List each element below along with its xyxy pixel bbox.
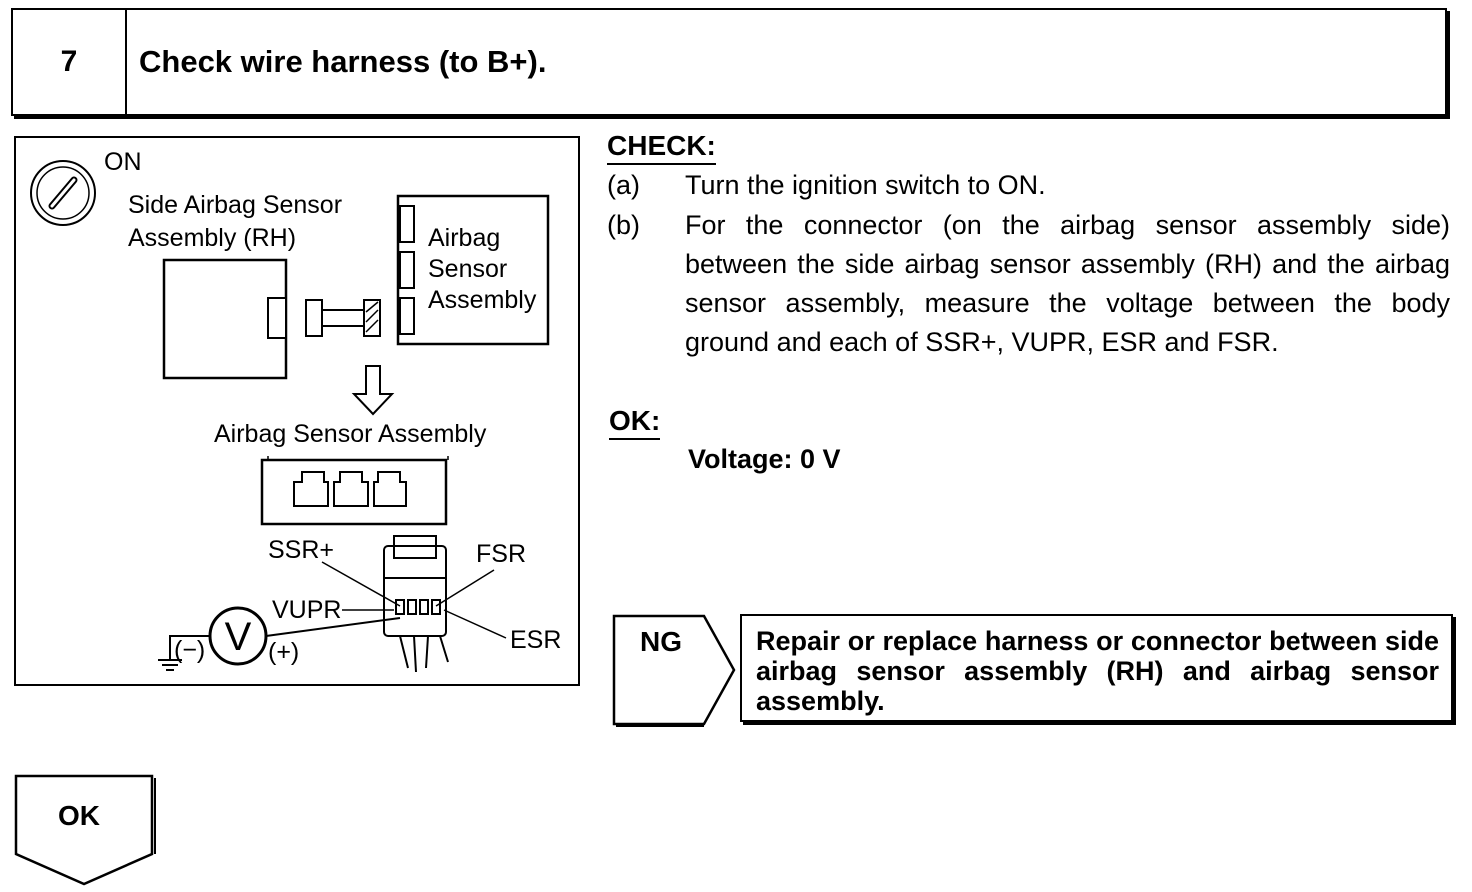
ng-action-box: Repair or replace harness or connector b… (740, 614, 1453, 722)
ok-arrow (14, 774, 156, 886)
check-heading: CHECK: (607, 131, 716, 165)
voltmeter-symbol: V (225, 615, 252, 659)
ng-label: NG (640, 626, 682, 657)
airbag-sensor-label-line2: Sensor (428, 255, 507, 283)
positive-lead (265, 617, 401, 637)
terminal-ssr-label: SSR+ (268, 536, 334, 564)
step-a-text: Turn the ignition switch to ON. (685, 170, 1046, 200)
ok-label: OK (58, 800, 100, 831)
negative-lead (169, 635, 210, 660)
ng-arrow (612, 614, 736, 727)
step-b-text: For the connector (on the airbag sensor … (685, 210, 1450, 357)
airbag-sensor-box (396, 194, 550, 346)
side-sensor-connector (267, 297, 287, 339)
ignition-switch-icon (30, 160, 96, 226)
ok-spec-value: Voltage: 0 V (688, 444, 841, 474)
airbag-sensor-label-line3: Assembly (428, 286, 537, 314)
meter-positive-label: (+) (268, 638, 299, 666)
wiring-diagram: ON Side Airbag Sensor Assembly (RH) Airb… (14, 136, 580, 686)
ng-action-text: Repair or replace harness or connector b… (756, 626, 1439, 716)
step-b-letter: (b) (607, 210, 640, 240)
step-number: 7 (13, 10, 127, 114)
connector-plug (305, 299, 381, 337)
side-sensor-label-line1: Side Airbag Sensor (128, 191, 342, 219)
connector-label: Airbag Sensor Assembly (214, 420, 487, 448)
step-a-letter: (a) (607, 170, 640, 200)
diagram-drawing: ON Side Airbag Sensor Assembly (RH) Airb… (30, 148, 561, 673)
probed-connector (383, 535, 449, 673)
check-step-a: (a) Turn the ignition switch to ON. (607, 166, 1452, 206)
step-title: Check wire harness (to B+). (139, 44, 547, 79)
down-arrow-icon (351, 365, 395, 416)
connector-face (260, 458, 448, 526)
voltmeter-icon: V (208, 606, 268, 666)
terminal-fsr-label: FSR (476, 540, 526, 568)
ignition-on-label: ON (104, 148, 142, 176)
side-sensor-label-line2: Assembly (RH) (128, 224, 296, 252)
ground-icon (158, 659, 182, 671)
step-header: 7 Check wire harness (to B+). (11, 8, 1447, 116)
terminal-vupr-label: VUPR (272, 596, 341, 624)
terminal-esr-label: ESR (510, 626, 561, 654)
airbag-sensor-label-line1: Airbag (428, 224, 500, 252)
check-step-b: (b) For the connector (on the airbag sen… (607, 206, 1452, 402)
connector-cavities (293, 471, 407, 507)
ok-heading: OK: (609, 406, 661, 440)
